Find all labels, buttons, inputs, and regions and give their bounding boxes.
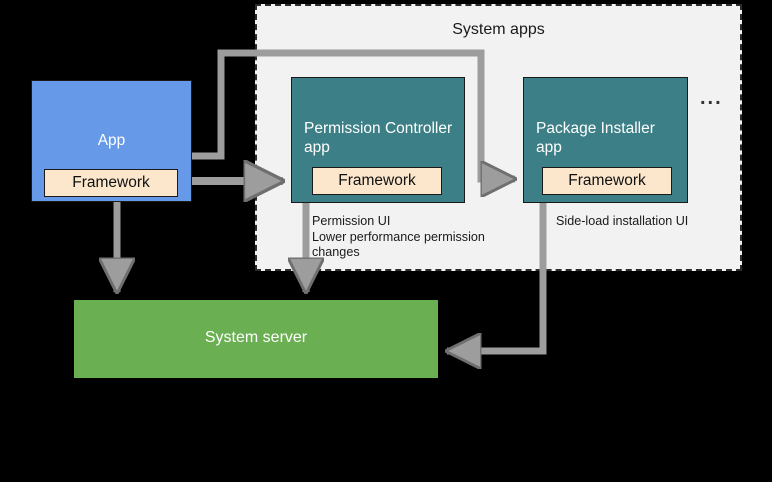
edge-package-installer-to-system-server [447,203,547,351]
edge-app-to-package-installer [192,49,515,179]
node-system-server[interactable]: System server [74,300,438,378]
more-apps-ellipsis-icon: ... [700,87,723,109]
node-permission-controller[interactable]: Permission Controller app Framework [291,77,465,203]
node-package-installer-framework[interactable]: Framework [542,167,672,195]
node-app-label: App [97,132,126,149]
node-permission-controller-framework[interactable]: Framework [312,167,442,195]
node-app-framework[interactable]: Framework [44,169,178,197]
node-system-server-label: System server [204,329,308,346]
node-package-installer[interactable]: Package Installer app Framework [523,77,688,203]
node-permission-controller-label: Permission Controller app [304,120,453,156]
note-package-installer: Side-load installation UI [556,214,689,228]
node-package-installer-label: Package Installer app [536,120,655,156]
system-apps-group-label: System apps [452,21,545,38]
note-permission-controller: Permission UI Lower performance permissi… [312,214,485,260]
node-app[interactable]: App Framework [31,80,192,202]
